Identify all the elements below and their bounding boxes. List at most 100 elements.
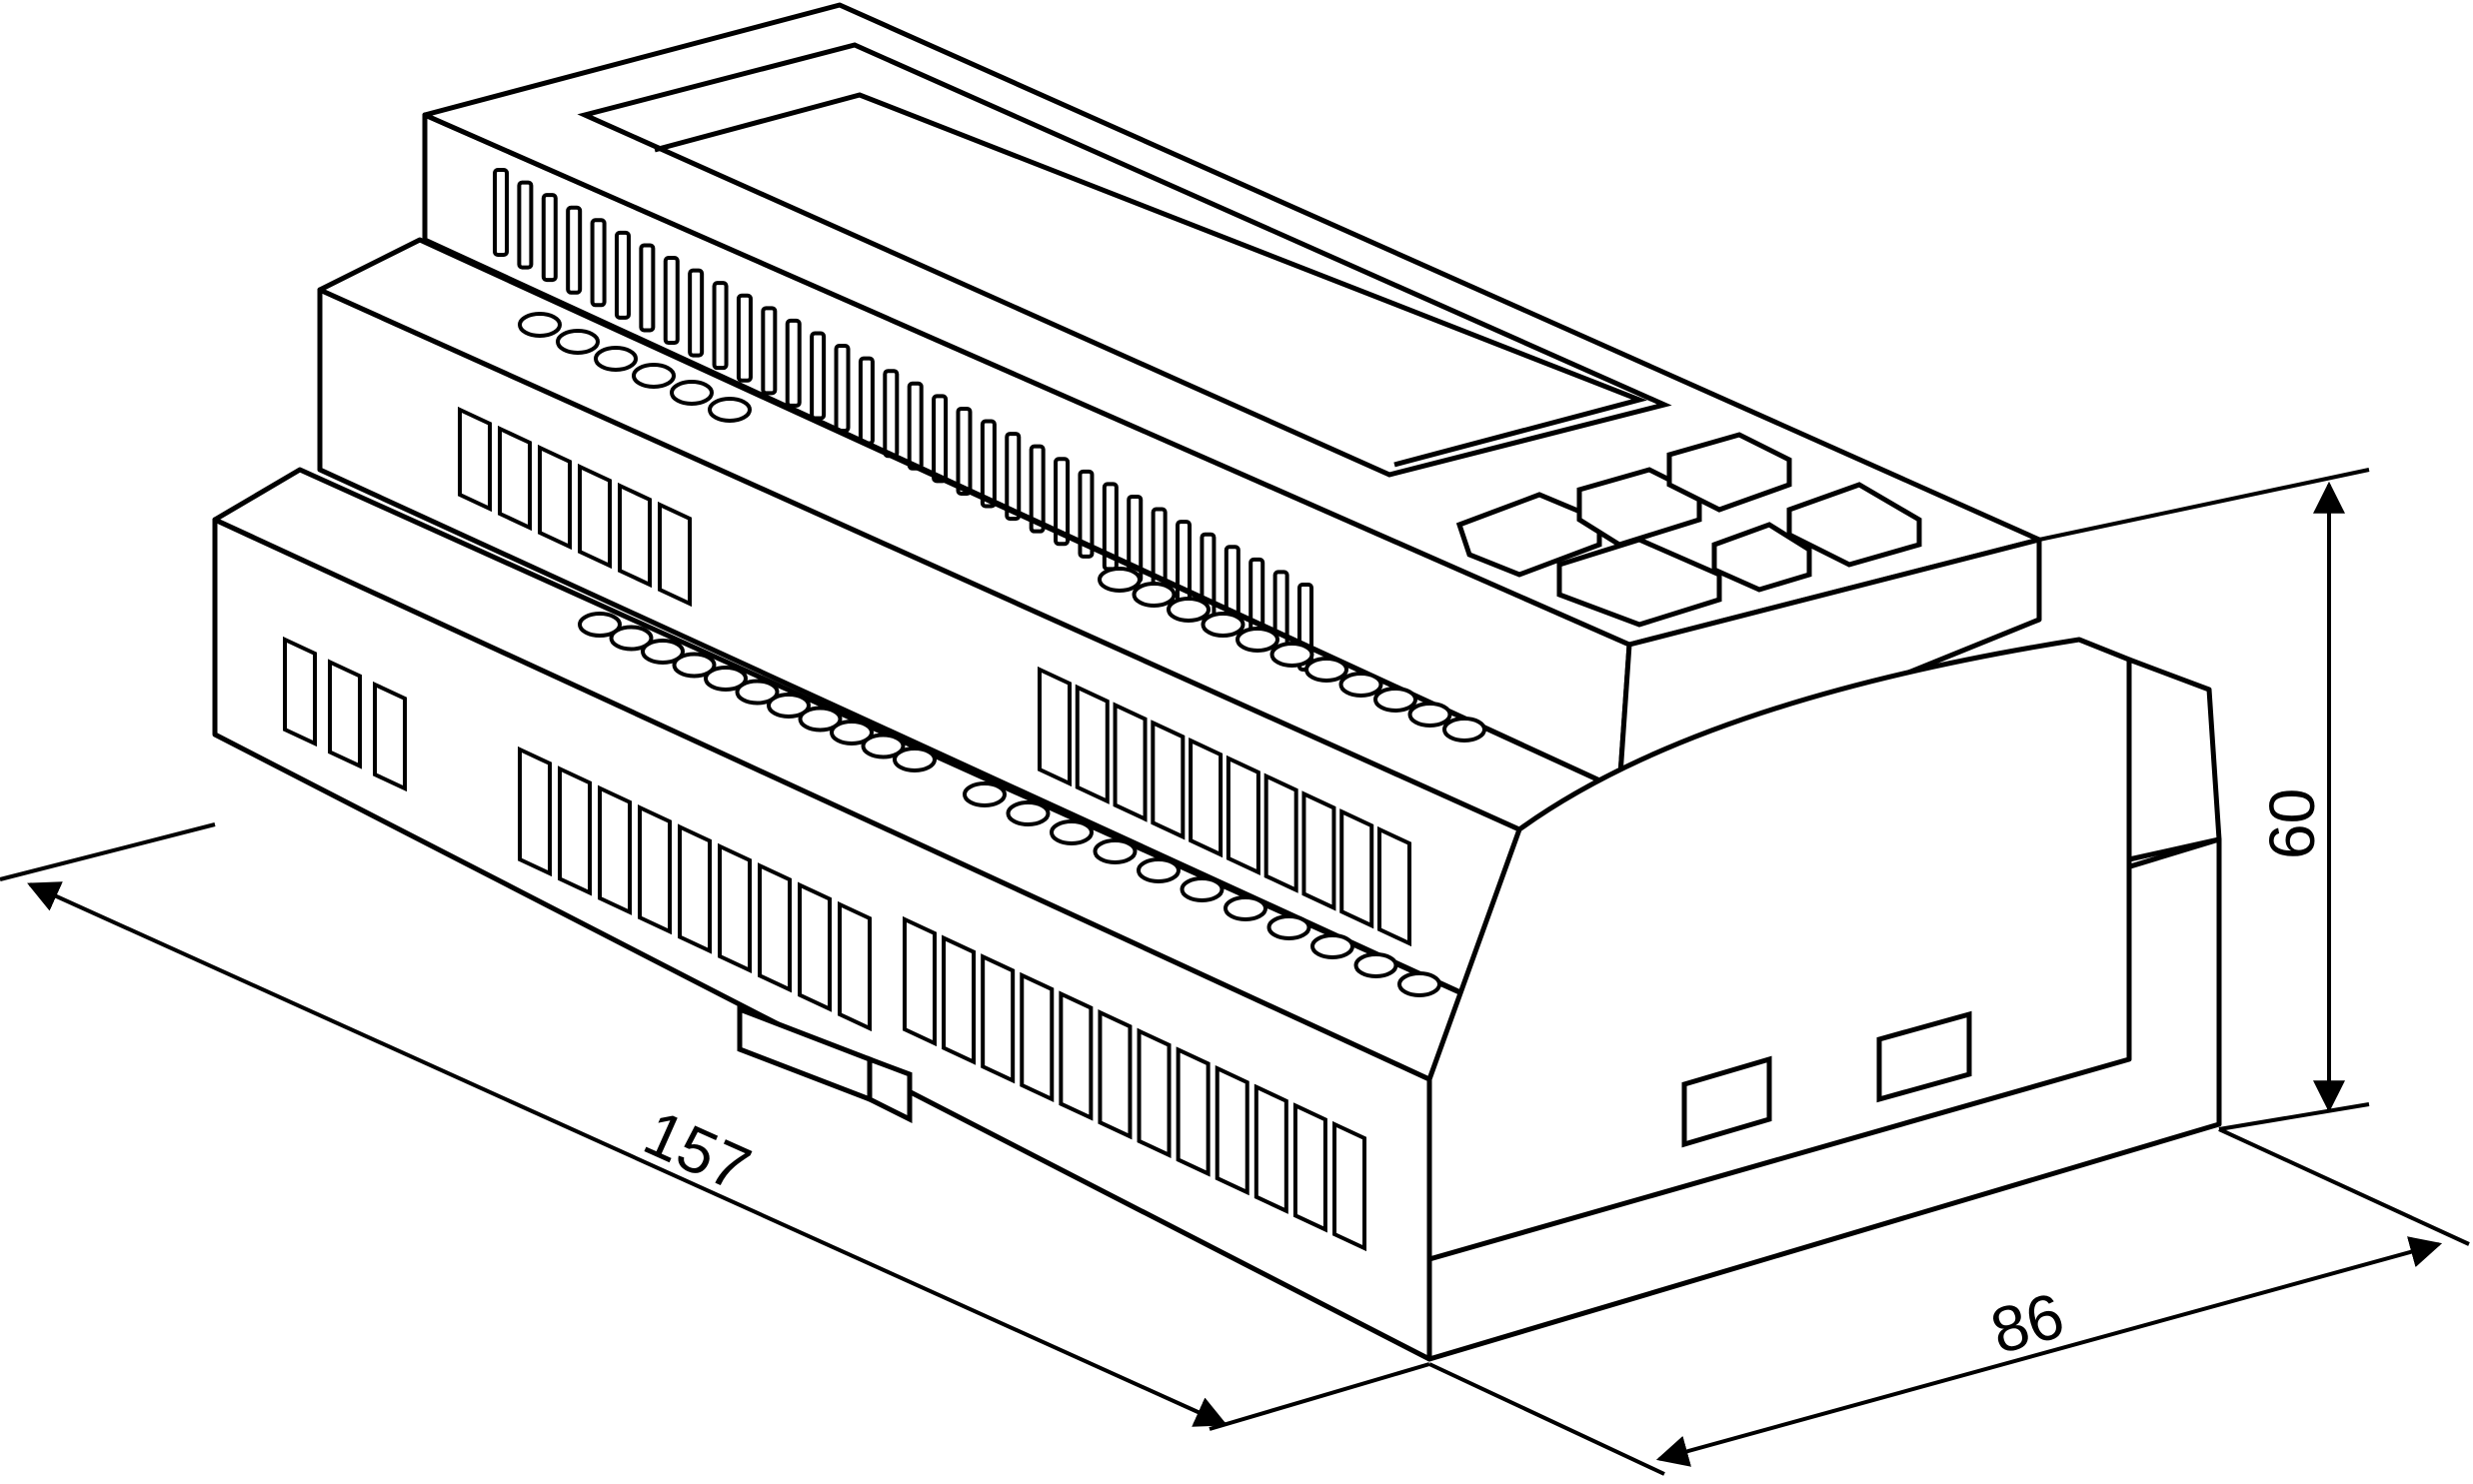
status-led xyxy=(1201,612,1245,638)
vent-slot xyxy=(1029,444,1046,534)
status-led xyxy=(708,397,752,423)
terminal-slot xyxy=(678,823,712,954)
status-led xyxy=(1266,914,1311,940)
right-side-curve xyxy=(1426,637,2132,1262)
status-led xyxy=(1310,933,1354,959)
key-button xyxy=(1556,537,1722,628)
depth-extension-left xyxy=(1428,1362,1665,1476)
status-led xyxy=(1224,895,1267,921)
terminal-slot xyxy=(718,842,752,974)
vent-slot xyxy=(688,268,705,358)
terminal-slot xyxy=(942,934,977,1065)
vent-slot xyxy=(956,406,973,496)
status-led xyxy=(1236,627,1279,653)
vent-slot xyxy=(1005,432,1022,522)
terminal-slot xyxy=(1377,825,1411,947)
terminal-slot xyxy=(373,681,407,792)
length-dimension-line xyxy=(27,881,1228,1427)
status-led xyxy=(632,363,676,389)
length-extension-left xyxy=(0,822,216,881)
height-dimension-label: 60 xyxy=(2256,788,2328,859)
keypad xyxy=(1455,432,1922,628)
height-extension-bottom xyxy=(2218,1102,2370,1131)
height-extension-top xyxy=(2038,468,2370,542)
status-led xyxy=(1397,971,1441,997)
status-led xyxy=(518,312,562,338)
vent-slot xyxy=(980,419,997,509)
terminal-slot xyxy=(1292,1102,1327,1233)
status-led xyxy=(1132,582,1177,608)
depth-dimension-line xyxy=(1655,1236,2443,1467)
terminal-slot xyxy=(658,501,692,608)
terminal-slot xyxy=(1059,990,1094,1121)
vent-slot xyxy=(810,331,827,421)
terminal-slot xyxy=(538,444,572,551)
terminal-slot xyxy=(838,900,872,1032)
terminal-slot xyxy=(518,745,552,877)
terminal-slot xyxy=(328,659,362,769)
status-led xyxy=(704,666,748,692)
length-extension-right xyxy=(1209,1362,1430,1431)
status-led xyxy=(830,720,874,745)
status-led xyxy=(556,329,600,355)
terminal-slot xyxy=(1113,702,1148,822)
vent-slot xyxy=(1054,457,1071,547)
terminal-slot xyxy=(1263,772,1298,893)
terminal-slot xyxy=(618,482,652,589)
key-button xyxy=(1455,492,1602,578)
terminal-slot xyxy=(1301,790,1336,911)
status-led xyxy=(1098,567,1142,593)
terminal-slot xyxy=(638,803,672,935)
vent-slot xyxy=(907,381,924,471)
status-led xyxy=(641,639,685,665)
status-led xyxy=(670,380,714,406)
status-led xyxy=(735,679,780,706)
led-rows xyxy=(518,312,1486,997)
terminal-slot xyxy=(1215,1064,1249,1196)
vent-slot xyxy=(932,394,949,484)
terminal-slot xyxy=(283,636,317,747)
terminal-slot xyxy=(1253,1083,1288,1214)
vent-slots xyxy=(493,168,1313,672)
terminal-slot xyxy=(1151,720,1186,840)
vent-slot xyxy=(541,193,558,283)
terminal-slot xyxy=(981,953,1016,1084)
status-led xyxy=(1373,687,1417,713)
key-button xyxy=(1576,467,1702,548)
status-led xyxy=(1167,597,1211,623)
status-led xyxy=(594,346,638,372)
status-led xyxy=(1442,717,1486,742)
terminal-slot xyxy=(558,765,592,896)
depth-extension-right xyxy=(2218,1127,2470,1246)
status-led xyxy=(1050,819,1094,845)
vent-slot xyxy=(493,168,509,257)
terminal-slot xyxy=(578,463,612,570)
right-end-step xyxy=(2126,657,2222,862)
status-led xyxy=(1304,657,1348,683)
side-connectors xyxy=(1681,1010,1972,1148)
key-button xyxy=(1711,522,1812,593)
vent-slot xyxy=(517,180,534,270)
vent-slot xyxy=(566,205,583,295)
vent-slot xyxy=(614,230,631,320)
terminal-slot xyxy=(1226,754,1260,876)
vent-slot xyxy=(761,306,778,396)
vent-slot xyxy=(663,256,680,346)
status-led xyxy=(861,733,906,759)
depth-dimension-label: 86 xyxy=(1983,1279,2071,1368)
key-button xyxy=(1666,432,1792,513)
terminal-slot xyxy=(498,425,532,532)
status-led xyxy=(1180,876,1225,902)
terminal-slot xyxy=(458,406,492,513)
vent-slot xyxy=(858,356,875,446)
status-led xyxy=(963,781,1007,807)
status-led xyxy=(767,693,811,719)
status-led xyxy=(1338,672,1383,698)
vent-slot xyxy=(639,243,656,333)
vent-slot xyxy=(883,369,900,459)
terminal-slot xyxy=(1038,666,1072,787)
status-led xyxy=(1093,838,1138,864)
length-dimension-label: 157 xyxy=(634,1096,761,1205)
dimension-lines xyxy=(0,468,2470,1476)
